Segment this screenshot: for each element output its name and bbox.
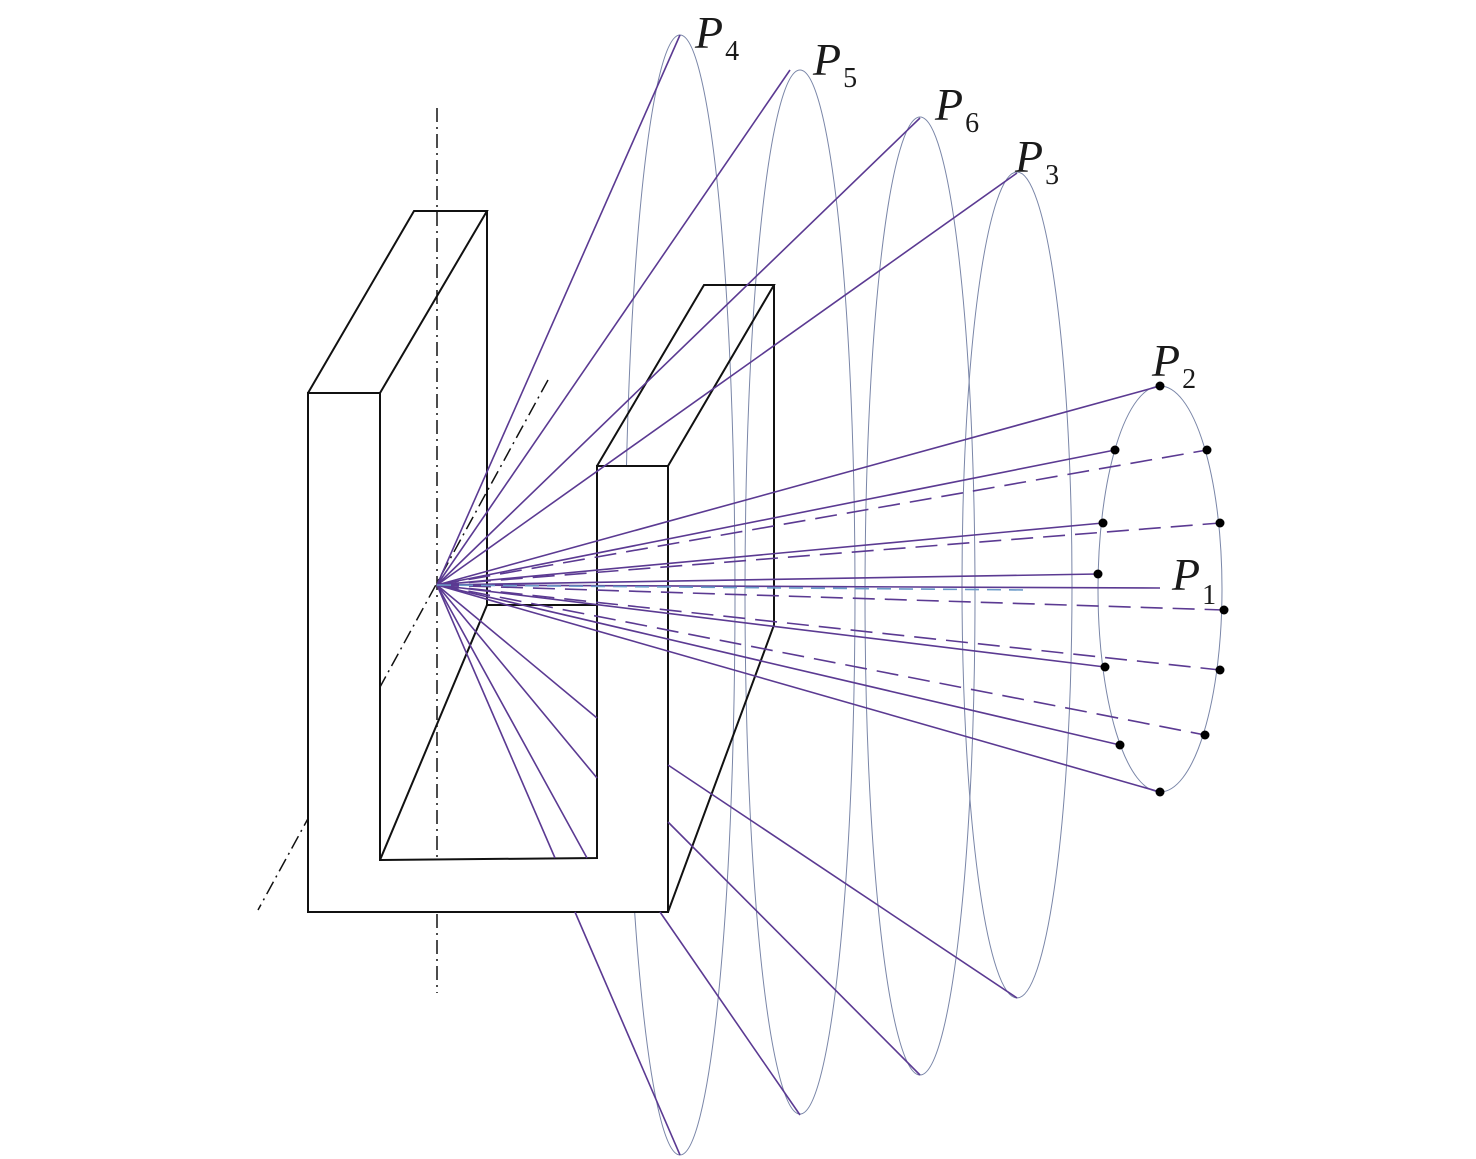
point-dot [1219, 605, 1229, 615]
point-dot [1155, 787, 1165, 797]
ray-cone [436, 449, 1116, 586]
point-dot [1202, 445, 1212, 455]
diagonal-axis [257, 379, 549, 911]
rays [436, 34, 1225, 1156]
ray-lower-outer [667, 764, 1018, 999]
label-p5: P5 [812, 34, 857, 94]
point-dot [1110, 445, 1120, 455]
label-p6: P6 [934, 79, 979, 139]
point-dot [1100, 662, 1110, 672]
ray-cone [436, 522, 1104, 586]
ray-lower-outer [574, 911, 681, 1156]
ray-lower-outer [667, 821, 921, 1076]
ray-upper [436, 172, 1018, 586]
ray-cone-hidden [436, 584, 1206, 736]
u-core [307, 210, 776, 913]
ellipse-p5 [744, 69, 856, 1115]
label-p4: P4 [694, 7, 739, 67]
ray-center [436, 584, 1031, 591]
ray-cone-hidden [436, 522, 1221, 586]
label-p2: P2 [1151, 335, 1196, 395]
point-dot [1215, 665, 1225, 675]
ray-lower-inner [436, 584, 556, 859]
ray-lower-inner [436, 584, 598, 719]
point-dot [1215, 518, 1225, 528]
ellipse-p3 [961, 171, 1073, 999]
ray-cone-hidden [436, 449, 1208, 586]
ray-cone [436, 584, 1161, 793]
point-dot [1093, 569, 1103, 579]
ray-upper [436, 34, 681, 586]
ray-lower-outer [659, 911, 801, 1116]
ray-cone [436, 573, 1099, 586]
point-dot [1115, 740, 1125, 750]
point-dot [1098, 518, 1108, 528]
ray-upper [436, 69, 791, 586]
ellipses [624, 34, 1223, 1156]
label-p1: P1 [1171, 549, 1216, 611]
ray-lower-inner [436, 584, 598, 779]
ray-lower-inner [436, 584, 588, 859]
ray-cone-hidden [436, 584, 1225, 611]
point-dot [1200, 730, 1210, 740]
ray-cone [436, 385, 1161, 586]
points [1093, 381, 1229, 797]
ray-cone [436, 584, 1121, 746]
ray-cone-hidden [436, 584, 1221, 671]
point-dot [1155, 381, 1165, 391]
ray-cone [436, 584, 1106, 668]
ray-upper [436, 117, 921, 586]
ellipse-p6 [864, 116, 976, 1076]
point-labels: P4 P5 P6 P3 P2 P1 [694, 7, 1216, 611]
label-p3: P3 [1014, 131, 1059, 191]
